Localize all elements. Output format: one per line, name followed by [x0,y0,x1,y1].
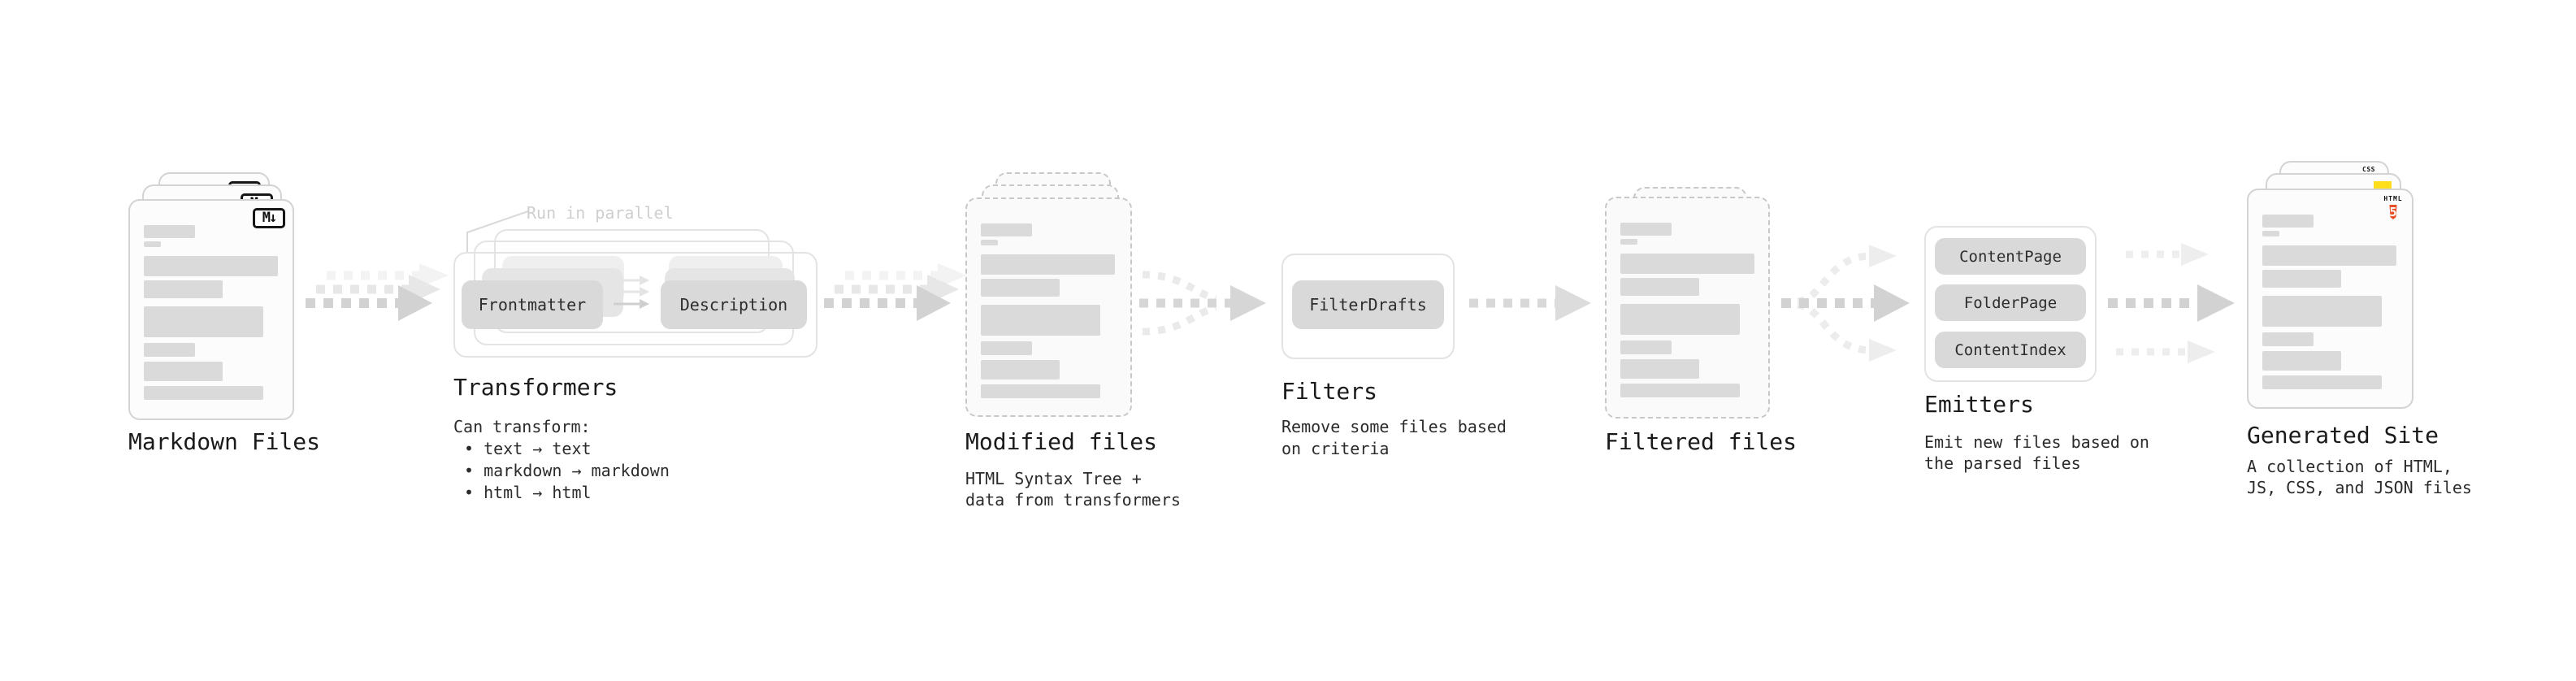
doc-content-bars [967,199,1130,415]
placeholder-bar [2262,296,2382,327]
placeholder-bar [981,223,1032,236]
placeholder-bar [144,386,263,400]
desc-line: Can transform: [453,417,591,436]
placeholder-bar [1620,304,1740,335]
flow-arrow-markdown-to-transformers [306,263,449,321]
doc-content-bars [1607,198,1768,417]
description-box: Description [661,280,807,329]
bullet-item: • text → text [464,439,592,458]
emitter-box-contentpage: ContentPage [1935,238,2086,275]
doc-content-bars [130,201,293,419]
placeholder-bar [144,256,278,276]
flow-arrow-transformers-to-modified [824,263,967,321]
doc-card-front [1605,197,1770,419]
desc-line: JS, CSS, and JSON files [2247,478,2472,497]
placeholder-bar [981,360,1060,380]
annotation-leader-line [466,210,529,252]
doc-content-bars [2249,190,2412,407]
placeholder-bar [981,254,1115,275]
stage-desc-generated-site: A collection of HTML, JS, CSS, and JSON … [2247,456,2472,498]
stage-title-transformers: Transformers [453,374,618,401]
placeholder-bar [981,279,1060,297]
placeholder-bar [1620,359,1699,379]
placeholder-bar [2262,231,2279,236]
stage-title-generated-site: Generated Site [2247,422,2439,449]
placeholder-bar [144,306,263,337]
desc-line: on criteria [1281,439,1390,458]
desc-line: data from transformers [965,490,1181,510]
emitter-box-contentindex: ContentIndex [1935,332,2086,368]
markdown-icon: M↓ [253,208,285,228]
doc-card-front [965,197,1132,417]
stage-title-emitters: Emitters [1924,391,2034,418]
placeholder-bar [1620,239,1637,245]
emitter-box-folderpage: FolderPage [1935,284,2086,321]
desc-line: HTML Syntax Tree + [965,469,1142,488]
placeholder-bar [2262,245,2396,266]
placeholder-bar [1620,384,1740,397]
placeholder-bar [981,341,1032,355]
placeholder-bar [2262,351,2341,371]
placeholder-bar [144,280,223,298]
placeholder-bar [981,384,1100,398]
placeholder-bar [144,241,161,247]
stage-desc-modified-files: HTML Syntax Tree + data from transformer… [965,468,1181,510]
stage-title-modified-files: Modified files [965,428,1158,455]
bullet-item: • html → html [464,483,592,502]
placeholder-bar [1620,340,1672,354]
placeholder-bar [981,240,998,245]
placeholder-bar [144,343,195,357]
doc-card-front: M↓ [128,199,294,420]
placeholder-bar [981,305,1100,336]
placeholder-bar [1620,223,1672,236]
placeholder-bar [144,225,195,238]
stage-desc-filters: Remove some files based on criteria [1281,416,1507,460]
desc-line: Remove some files based [1281,417,1507,436]
stage-title-markdown-files: Markdown Files [128,428,321,455]
html5-icon: HTML 5 [2383,195,2403,219]
placeholder-bar [2262,215,2314,228]
filters-frame [1281,254,1455,359]
placeholder-bar [2262,332,2314,346]
desc-line: the parsed files [1924,453,2081,473]
flow-arrow-filters-to-filtered [1469,285,1591,321]
emitters-frame [1924,226,2097,382]
filterdrafts-box: FilterDrafts [1292,280,1444,329]
placeholder-bar [2262,270,2341,288]
frontmatter-box: Frontmatter [462,280,603,329]
placeholder-bar [144,362,223,381]
transformer-frame-front [453,252,817,358]
flow-arrow-fan-in-filters [1139,271,1266,336]
placeholder-bar [1620,254,1754,274]
desc-line: Emit new files based on [1924,432,2149,452]
stage-title-filters: Filters [1281,378,1378,405]
stage-desc-emitters: Emit new files based on the parsed files [1924,432,2149,474]
desc-line: A collection of HTML, [2247,457,2452,476]
transform-mini-arrows [614,275,649,309]
run-in-parallel-annotation: Run in parallel [527,203,674,223]
bullet-item: • markdown → markdown [464,461,670,480]
flow-arrows-emitters-to-site [2108,243,2235,363]
stage-title-filtered-files: Filtered files [1605,428,1798,455]
placeholder-bar [2262,375,2382,389]
placeholder-bar [1620,278,1699,296]
flow-arrow-fan-out-emitters [1781,245,1910,362]
stage-desc-transformers: Can transform: • text → text • markdown … [453,416,670,504]
doc-card-front: HTML 5 [2247,189,2413,409]
